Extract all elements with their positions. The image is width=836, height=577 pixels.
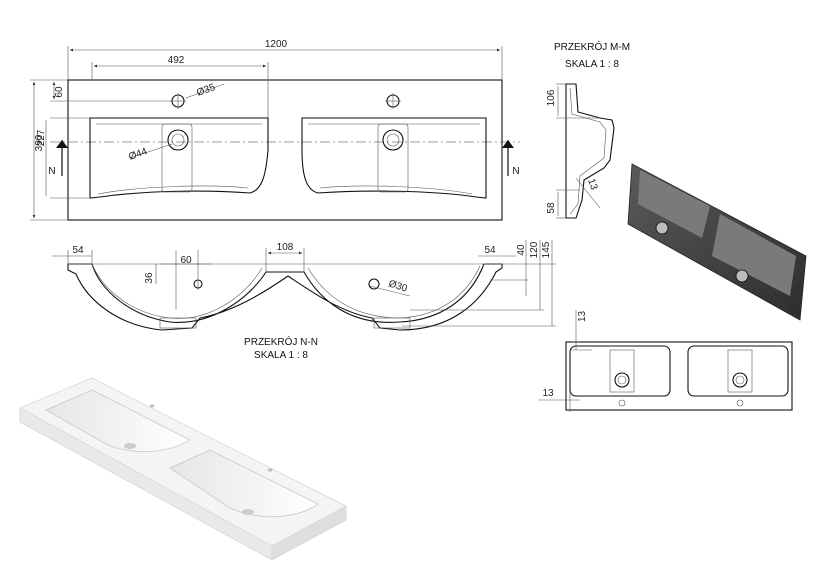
left-drain-channel <box>161 123 193 193</box>
small-right-drain <box>732 372 748 388</box>
render-isometric-dark <box>627 163 807 321</box>
dim-n-60: 60 <box>180 255 192 266</box>
left-drain-hole <box>167 129 189 151</box>
right-drain-hole <box>382 129 404 151</box>
dim-n-108: 108 <box>277 242 294 253</box>
section-nn-profile <box>67 263 503 331</box>
nn-overflow-hole <box>368 278 380 290</box>
dim-drain-diameter: Ø44 <box>127 146 149 163</box>
section-arrow-right <box>502 140 514 148</box>
dim-227: 227 <box>36 129 47 146</box>
section-nn-view: Ø30 54 54 108 60 36 40 120 145 <box>52 240 556 331</box>
small-right-bowl <box>687 345 789 397</box>
dim-60: 60 <box>54 86 65 98</box>
section-nn-scale: SKALA 1 : 8 <box>254 350 308 361</box>
section-arrow-left <box>56 140 68 148</box>
small-left-drain <box>614 372 630 388</box>
dim-small-top-13: 13 <box>577 310 588 322</box>
small-left-bowl <box>569 345 671 397</box>
dim-n-145: 145 <box>541 241 552 258</box>
dim-m-106: 106 <box>546 89 557 106</box>
section-mark-right: N <box>512 166 519 177</box>
small-top-view: 13 13 <box>538 310 793 412</box>
dim-n-120: 120 <box>529 241 540 258</box>
dim-390: 390 <box>34 134 45 151</box>
small-left-tap <box>618 399 626 407</box>
dim-tap-diameter: Ø35 <box>195 82 217 99</box>
dim-n-40: 40 <box>516 244 527 256</box>
left-bowl-outline <box>89 117 269 199</box>
dim-492: 492 <box>168 55 185 66</box>
section-mm-scale: SKALA 1 : 8 <box>565 59 619 70</box>
dim-n-54-right: 54 <box>484 245 496 256</box>
render-isometric-white <box>19 377 347 561</box>
dim-1200: 1200 <box>265 39 288 50</box>
top-view-outline <box>67 79 503 221</box>
dim-small-side-13: 13 <box>542 388 554 399</box>
right-drain-channel <box>377 123 409 193</box>
dim-m-58: 58 <box>546 202 557 214</box>
section-mm-view: 106 58 13 <box>546 83 615 219</box>
dim-m-13: 13 <box>585 177 599 192</box>
dim-n-54-left: 54 <box>72 245 84 256</box>
small-top-outline <box>565 341 793 411</box>
dim-n-36: 36 <box>144 272 155 284</box>
top-view: 1200 492 390 60 227 Ø35 Ø44 N N <box>30 39 520 221</box>
dim-overflow-diameter: Ø30 <box>387 278 409 294</box>
section-mm-profile <box>565 83 615 219</box>
small-right-tap <box>736 399 744 407</box>
section-mm-title: PRZEKRÓJ M-M <box>554 40 630 53</box>
section-nn-title: PRZEKRÓJ N-N <box>244 335 318 348</box>
section-mark-left: N <box>48 166 55 177</box>
right-bowl-outline <box>301 117 487 199</box>
